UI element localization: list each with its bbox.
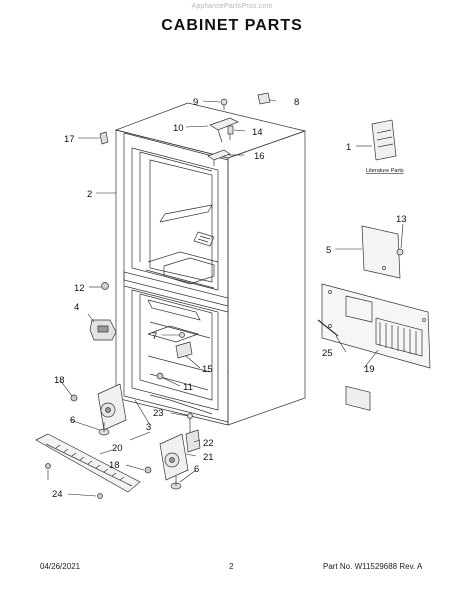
watermark: AppliancePartsPros.com	[191, 3, 273, 10]
part-18b-screw	[144, 466, 152, 474]
cabinet-shell	[114, 102, 307, 426]
part-4-cover	[89, 319, 117, 341]
part-24-screws	[45, 463, 103, 499]
callout-18b: 18	[109, 460, 120, 471]
page-title: CABINET PARTS	[161, 17, 303, 34]
callout-19: 19	[364, 364, 375, 375]
literature-parts-label: Literature Parts	[366, 168, 404, 174]
callout-6b: 6	[194, 464, 199, 475]
callout-14: 14	[252, 127, 263, 138]
callout-21: 21	[203, 452, 214, 463]
roller-assembly-left	[97, 383, 127, 436]
part-20-grille	[35, 433, 141, 493]
leader-lines	[47, 99, 404, 497]
callout-22: 22	[203, 438, 214, 449]
callout-10: 10	[173, 123, 184, 134]
part-5-panel	[361, 225, 401, 279]
callout-23: 23	[153, 408, 164, 419]
callout-15: 15	[202, 364, 213, 375]
part-10-top-hinge	[209, 117, 239, 143]
footer-part-number: Part No. W11529688 Rev. A	[323, 562, 423, 571]
part-19-rear-panel	[321, 283, 431, 411]
footer-date: 04/26/2021	[40, 562, 81, 571]
callout-2: 2	[87, 189, 92, 200]
part-16-hinge-pin	[207, 149, 231, 166]
part-25-wire	[317, 319, 339, 337]
callout-18a: 18	[54, 375, 65, 386]
callout-16: 16	[254, 151, 265, 162]
part-7-screw	[179, 332, 185, 338]
callout-12: 12	[74, 283, 85, 294]
part-15-bracket	[175, 341, 193, 359]
part-8-label-tag	[257, 92, 271, 105]
callout-11: 11	[183, 382, 193, 393]
callout-17: 17	[64, 134, 75, 145]
part-14-bolt	[227, 125, 234, 140]
callout-labels: 9 8 10 14 16 17 2 1 5 13 12 4 7 15 11 18…	[52, 97, 407, 500]
footer-page-number: 2	[229, 562, 234, 571]
part-9-screw	[220, 98, 228, 110]
callout-24: 24	[52, 489, 63, 500]
callout-3: 3	[146, 422, 151, 433]
callout-6a: 6	[70, 415, 75, 426]
part-11-bolt	[156, 372, 164, 380]
callout-7: 7	[152, 331, 157, 342]
callout-13: 13	[396, 214, 407, 225]
part-18a-screw	[70, 394, 78, 402]
part-13-screw	[396, 248, 404, 256]
callout-4: 4	[74, 302, 79, 313]
part-12-plug	[101, 282, 109, 290]
callout-9: 9	[193, 97, 198, 108]
callout-5: 5	[326, 245, 331, 256]
part-17-clip	[99, 131, 109, 145]
roller-assembly-right	[159, 433, 189, 490]
part-22-bracket	[185, 418, 201, 453]
callout-20: 20	[112, 443, 123, 454]
part-23-screw	[187, 413, 193, 419]
callout-25: 25	[322, 348, 333, 359]
callout-8: 8	[294, 97, 299, 108]
part-1-literature	[371, 119, 397, 161]
callout-1: 1	[346, 142, 351, 153]
